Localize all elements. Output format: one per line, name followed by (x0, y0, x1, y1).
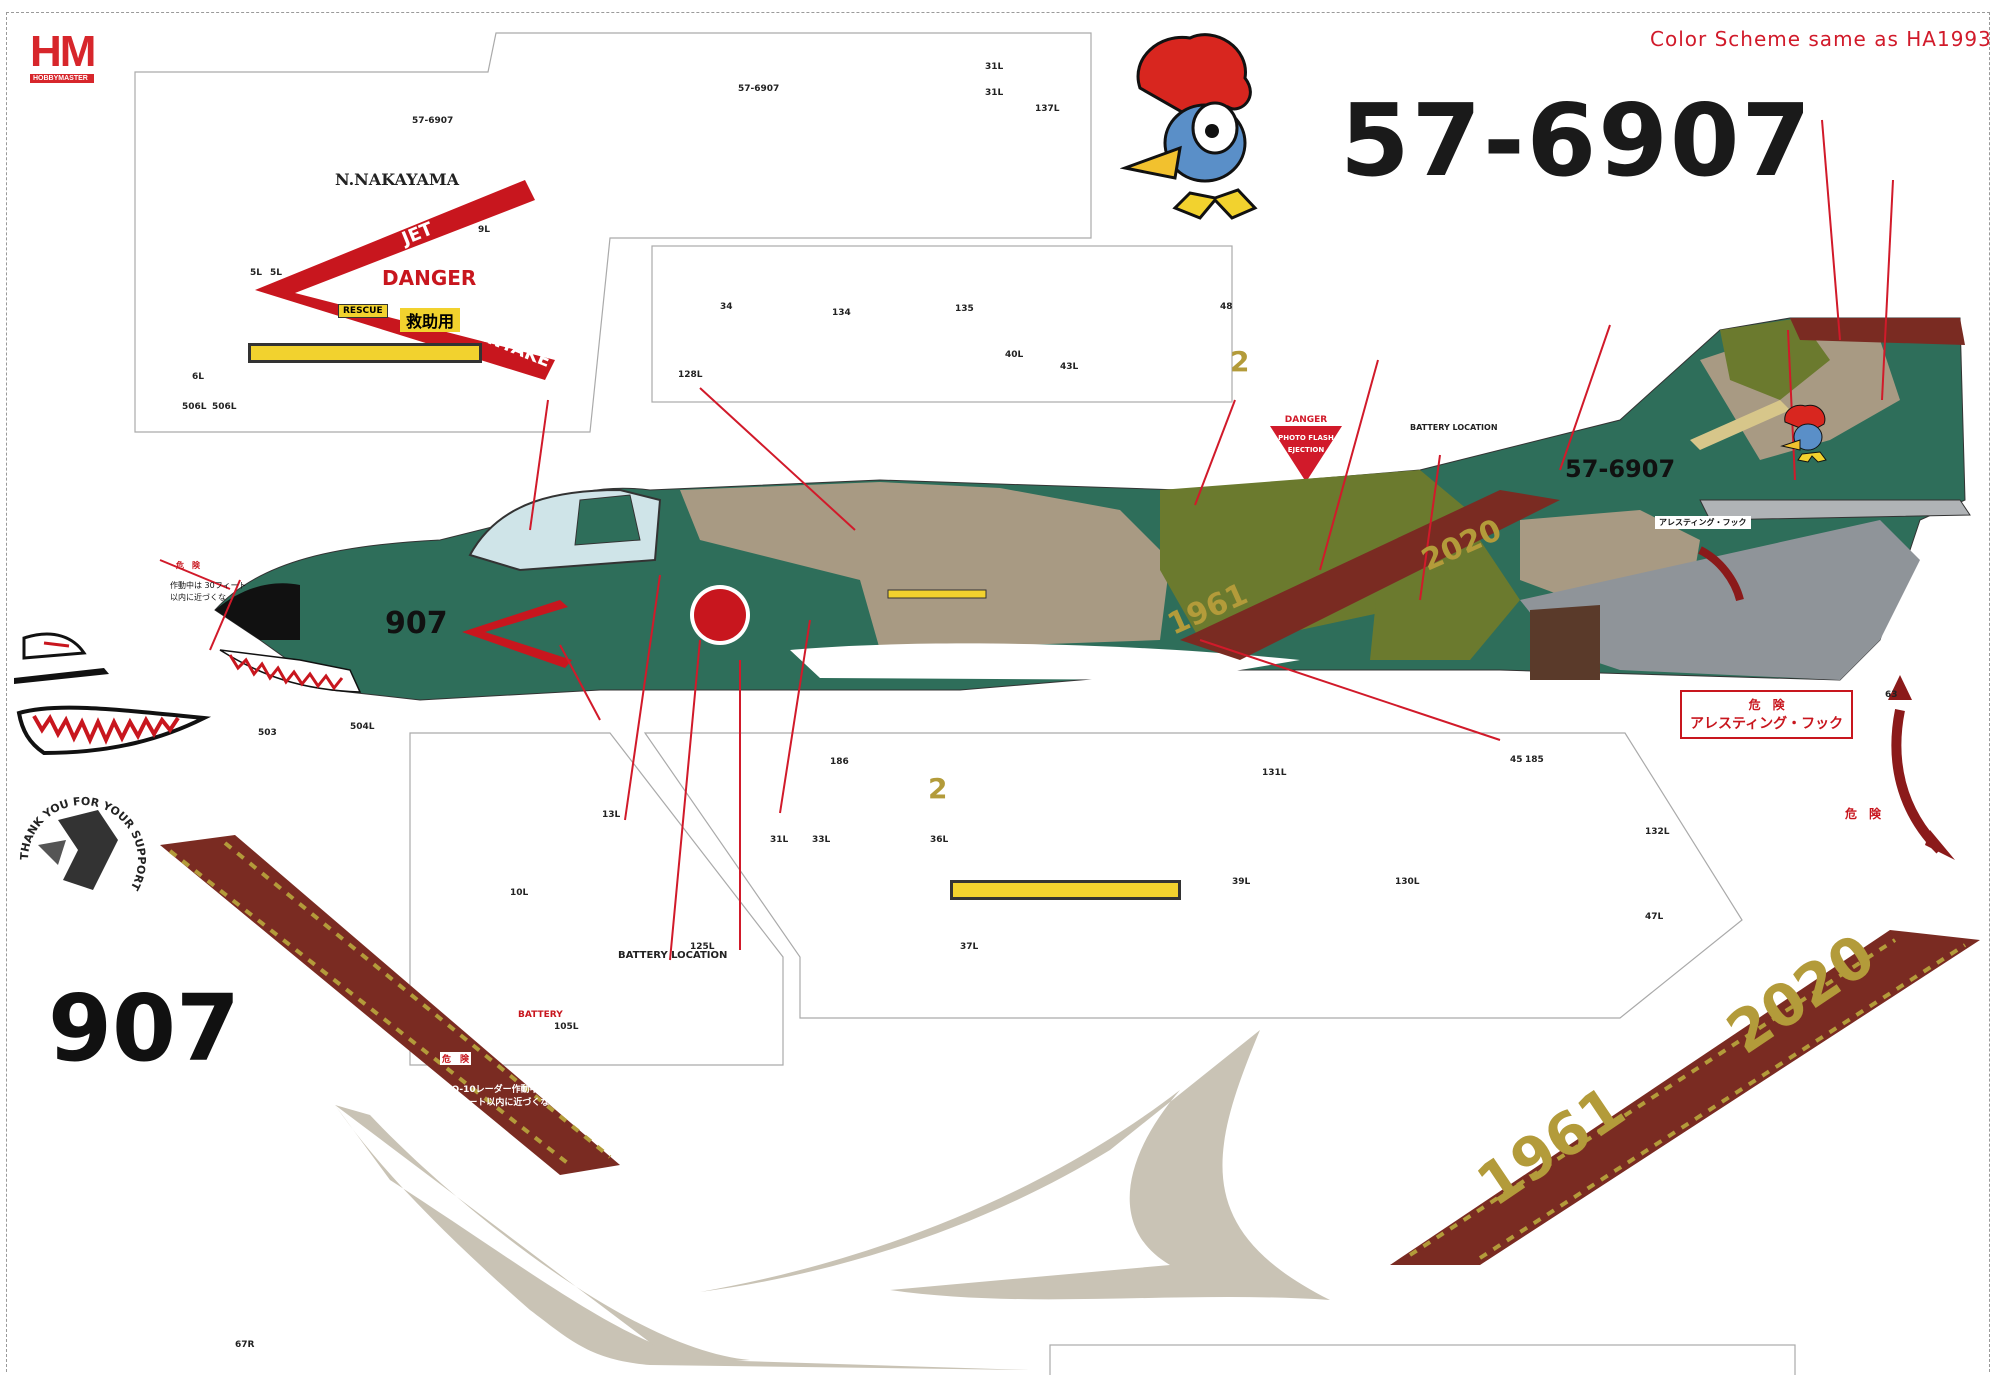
anniversary-band-right (1390, 930, 1980, 1265)
code-504l: 504L (350, 722, 375, 732)
arresting-hook-decal: 危 険 アレスティング・フック (1680, 690, 1854, 739)
code-33l: 33L (812, 835, 831, 845)
code-48: 48 (1220, 302, 1233, 312)
arresting-hook-text: アレスティング・フック (1690, 716, 1844, 732)
code-5l-a: 5L (250, 268, 262, 278)
code-45: 45 (1510, 755, 1523, 765)
code-31l-a: 31L (985, 62, 1004, 72)
lower-yellow-stripe (950, 880, 1181, 900)
pilot-name: N.NAKAYAMA (335, 170, 460, 189)
code-10l: 10L (510, 888, 529, 898)
photo-flash-danger-text: DANGER (1285, 415, 1328, 425)
rescue-jp-label: 救助用 (400, 308, 461, 332)
photo-flash-warning-triangle: DANGER PHOTO FLASH EJECTION (1270, 415, 1342, 482)
code-105l: 105L (554, 1022, 579, 1032)
shark-mouth-icon (14, 632, 212, 756)
support-badge-icon: THANK YOU FOR YOUR SUPPORT (18, 795, 148, 893)
code-131l: 131L (1262, 768, 1287, 778)
color-scheme-note: Color Scheme same as HA1993 (1650, 27, 1992, 51)
jet-intake-chevron: JET INTAKE (255, 180, 555, 380)
serial-small-a: 57-6907 (412, 116, 454, 126)
logo-mark: HM (30, 27, 96, 76)
fuselage-arresting-hook-label: アレスティング・フック (1655, 516, 1751, 529)
side-number: 907 (48, 975, 241, 1082)
arresting-hook-kiken: 危 険 (1748, 698, 1785, 712)
kiken-label: 危 険 (1845, 807, 1882, 821)
danger-label: DANGER (382, 266, 477, 290)
nose-kiken: 危 険 (176, 561, 200, 570)
code-31l-b: 31L (985, 88, 1004, 98)
code-503: 503 (258, 728, 277, 738)
battery-location-top: BATTERY LOCATION (1410, 423, 1498, 432)
big-serial-number: 57-6907 (1340, 82, 1813, 199)
tail-serial: 57-6907 (1565, 455, 1676, 483)
rescue-handle-stripe (248, 343, 482, 363)
sheet-border (6, 12, 1990, 1372)
code-43l: 43L (1060, 362, 1079, 372)
code-132l: 132L (1645, 827, 1670, 837)
code-185: 185 (1525, 755, 1544, 765)
battery-label: BATTERY (518, 1010, 563, 1020)
code-47l: 47L (1645, 912, 1664, 922)
code-31l-lower: 31L (770, 835, 789, 845)
code-125l: 125L (690, 942, 715, 952)
code-128l: 128L (678, 370, 703, 380)
nose-number: 907 (385, 606, 448, 641)
gray-arrowhead-decal (335, 1030, 1330, 1370)
battery-location-label: BATTERY LOCATION (618, 950, 728, 961)
code-2-lower: 2 (928, 772, 948, 805)
code-6l: 6L (192, 372, 204, 382)
anniversary-band-left (160, 835, 620, 1175)
code-34: 34 (720, 302, 733, 312)
code-37l: 37L (960, 942, 979, 952)
woodpecker-mascot-icon (1120, 33, 1258, 220)
code-40l: 40L (1005, 350, 1024, 360)
photo-flash-text: PHOTO FLASH (1278, 434, 1334, 442)
hobbymaster-logo: HM HOBBYMASTER (30, 27, 96, 83)
logo-subtitle: HOBBYMASTER (30, 74, 95, 83)
radar-warning-line2: 20フィート以内に近づくな (438, 1098, 550, 1108)
nose-warning-line2: 以内に近づくな (170, 593, 226, 602)
code-13l: 13L (602, 810, 621, 820)
code-36l: 36L (930, 835, 949, 845)
code-506l-a: 506L (182, 402, 207, 412)
rescue-label: RESCUE (338, 304, 388, 318)
serial-small-b: 57-6907 (738, 84, 780, 94)
code-5l-b: 5L (270, 268, 282, 278)
code-2-top: 2 (1230, 345, 1250, 378)
nose-warning-line1: 作動中は 30フィート (170, 581, 247, 590)
code-67r: 67R (235, 1340, 255, 1350)
ejection-text: EJECTION (1288, 446, 1325, 454)
code-130l: 130L (1395, 877, 1420, 887)
code-137l: 137L (1035, 104, 1060, 114)
code-39l: 39L (1232, 877, 1251, 887)
radar-warning-line1: APQ-10レーダー作動中は (438, 1085, 548, 1095)
code-9l: 9L (478, 225, 490, 235)
radar-kiken: 危 険 (440, 1052, 472, 1065)
tail-woodpecker-icon (1780, 404, 1827, 463)
code-186: 186 (830, 757, 849, 767)
code-134: 134 (832, 308, 851, 318)
code-63: 63 (1885, 690, 1898, 700)
code-135: 135 (955, 304, 974, 314)
code-506l-b: 506L (212, 402, 237, 412)
